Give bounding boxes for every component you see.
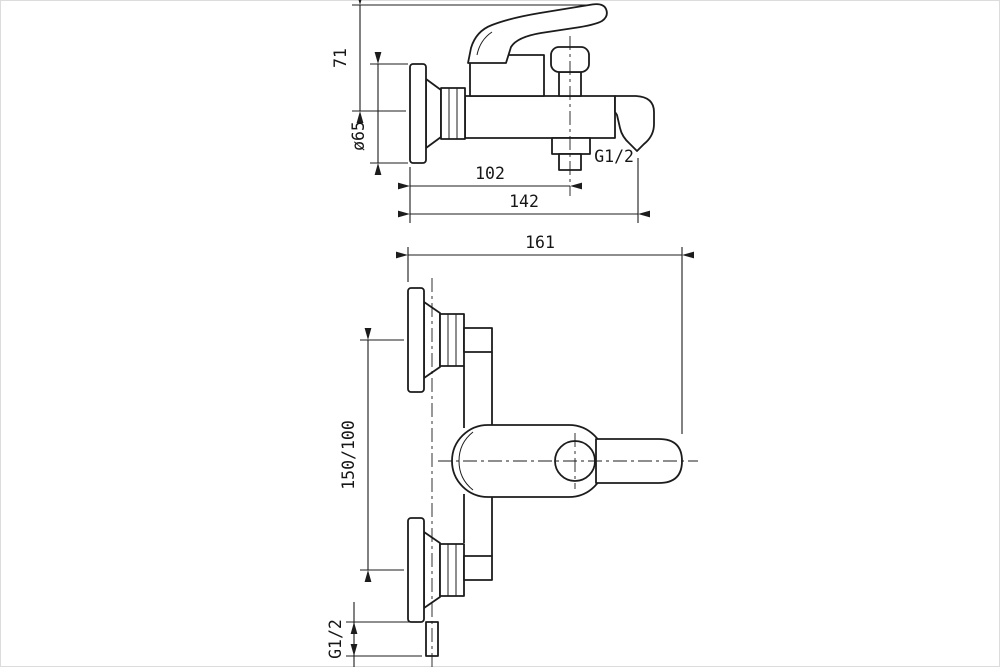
dim-flange-diameter-label: ø65	[349, 121, 368, 151]
flange-cone	[425, 78, 442, 149]
escutcheon-nut-bottom	[439, 543, 465, 597]
dim-height-label: 71	[331, 48, 350, 68]
wall-flange	[409, 63, 427, 164]
shower-outlet-nut	[551, 137, 591, 155]
supply-pipe-top	[463, 327, 493, 353]
dim-supply-distance-label: 150/100	[339, 420, 358, 490]
escutcheon-flange-top	[407, 287, 425, 393]
handle-detail-line	[476, 31, 493, 56]
dim-spout-reach-label: 142	[509, 192, 539, 211]
mounting-nut	[440, 87, 466, 140]
front-view: 161 150/100 G1/2	[326, 233, 698, 667]
faucet-body	[464, 95, 616, 139]
escutcheon-nut-top	[439, 313, 465, 367]
dim-outlet-offset-label: 102	[475, 164, 505, 183]
faucet-handle	[467, 3, 608, 64]
supply-thread-label: G1/2	[326, 619, 345, 659]
front-view-dimensions: 161 150/100 G1/2	[326, 233, 694, 667]
escutcheon-flange-bottom	[407, 517, 425, 623]
dim-overall-length-label: 161	[525, 233, 555, 252]
side-view: 71 ø65 102 142 G1/2	[331, 0, 655, 223]
faucet-spout	[614, 95, 655, 152]
outlet-thread-label: G1/2	[594, 147, 634, 166]
supply-pipe-bottom	[463, 555, 493, 581]
side-view-dimensions: 71 ø65 102 142 G1/2	[331, 0, 650, 223]
